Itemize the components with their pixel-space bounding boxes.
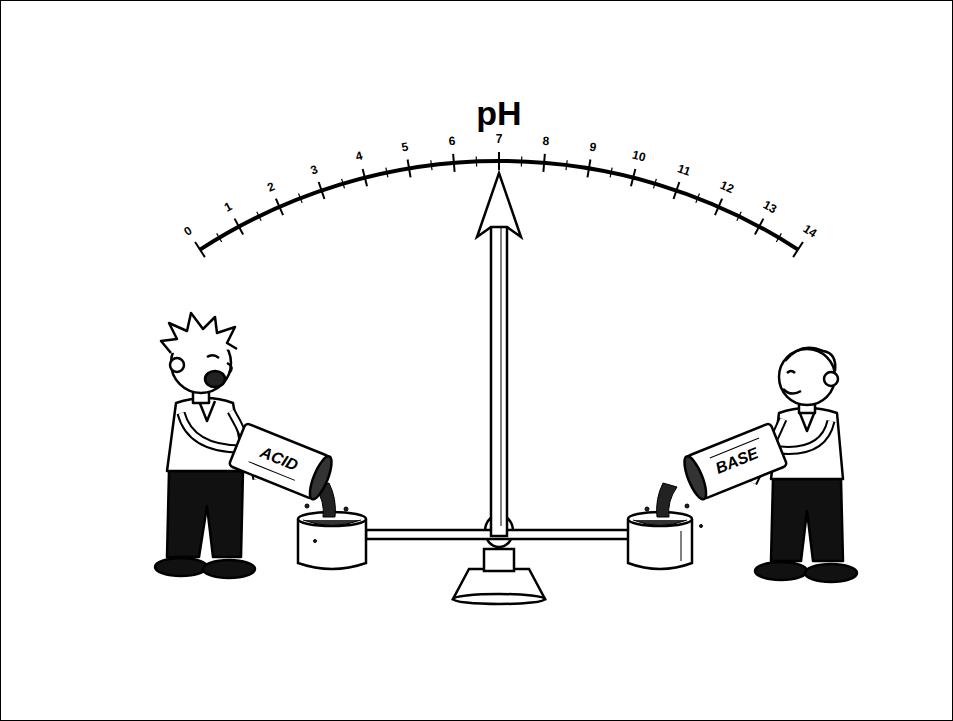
scale-minor-tick [776, 233, 781, 242]
meter-stand-part [491, 216, 507, 536]
scale-tick [408, 160, 411, 178]
scale-number: 11 [676, 162, 692, 177]
acid-can-part [306, 454, 336, 502]
pour-stream-part [700, 525, 703, 528]
scale-number: 3 [309, 163, 319, 177]
acid-pot-part [303, 520, 361, 526]
title: pH [476, 96, 521, 130]
scale-number: 8 [542, 135, 550, 148]
scale-number: 2 [265, 180, 276, 194]
scale-number: 1 [223, 200, 235, 214]
scale-minor-tick [342, 179, 345, 189]
base-man-part [824, 372, 838, 386]
base-man-part [783, 389, 801, 394]
scale-minor-tick [737, 212, 741, 221]
scale-tick [674, 182, 680, 199]
scale-minor-tick [431, 160, 432, 170]
base-man-part [771, 479, 843, 561]
scale-minor-tick [257, 212, 261, 221]
scale-tick [319, 182, 325, 199]
meter-stand-part [484, 549, 514, 571]
base-pot [628, 512, 692, 569]
base-can [680, 423, 787, 502]
base-man-part [755, 562, 807, 580]
pour-stream-part [314, 540, 317, 543]
scale-number: 7 [496, 133, 503, 145]
scale-minor-tick [386, 168, 388, 178]
scale-tick [631, 169, 635, 186]
scale-tick [587, 160, 590, 178]
meter-stand [366, 173, 630, 604]
base-pot-part [633, 520, 687, 526]
scale-minor-tick [476, 156, 478, 166]
scale-tick [195, 242, 205, 257]
scale-number: 13 [761, 199, 778, 216]
scale-number: 12 [719, 178, 736, 194]
scale-number: 4 [355, 150, 364, 163]
scale-tick [793, 242, 803, 257]
acid-man-part [203, 560, 255, 578]
pour-stream [305, 483, 703, 543]
scale-number: 9 [588, 140, 597, 153]
acid-man-part [207, 355, 219, 358]
acid-man-part [205, 371, 225, 387]
scale-tick [755, 219, 764, 235]
meter-stand-part [501, 226, 502, 526]
pour-stream-part [657, 483, 677, 517]
pour-stream-part [685, 504, 689, 508]
scale-tick [276, 199, 283, 215]
base-man-part [805, 564, 857, 582]
scale-minor-tick [521, 156, 523, 166]
scale-number: 5 [401, 140, 410, 153]
scale-number: 10 [631, 149, 647, 164]
acid-pot [298, 512, 366, 569]
meter-stand-part [453, 594, 545, 604]
scale-minor-tick [566, 160, 567, 170]
acid-man-part [167, 471, 243, 557]
scale-minor-tick [217, 233, 222, 242]
pour-stream-part [344, 507, 348, 511]
scale-number: 0 [182, 224, 194, 238]
meter-stand-part [477, 173, 521, 237]
scale-number: 6 [448, 135, 456, 148]
scale-minor-tick [299, 194, 303, 203]
pour-stream-part [645, 507, 649, 511]
acid-can [229, 423, 336, 502]
scale-tick [715, 199, 722, 215]
scale-tick [235, 219, 244, 235]
scale-number: 14 [801, 222, 819, 239]
acid-man-part [227, 363, 232, 373]
scale-tick [543, 154, 544, 172]
base-pot-part [681, 531, 682, 561]
scale-tick [453, 154, 454, 172]
base-man-part [787, 371, 795, 373]
acid-man-part [155, 558, 207, 576]
scale-minor-tick [696, 194, 700, 203]
scale-tick [363, 169, 367, 186]
base-can-part [680, 454, 710, 502]
scale-minor-tick [654, 179, 657, 189]
acid-man-part [170, 358, 184, 372]
scale-minor-tick [610, 168, 612, 178]
acid-man-part [161, 313, 237, 353]
pour-stream-part [305, 504, 309, 508]
scale-tick [498, 152, 500, 170]
base-man-part [785, 348, 835, 371]
